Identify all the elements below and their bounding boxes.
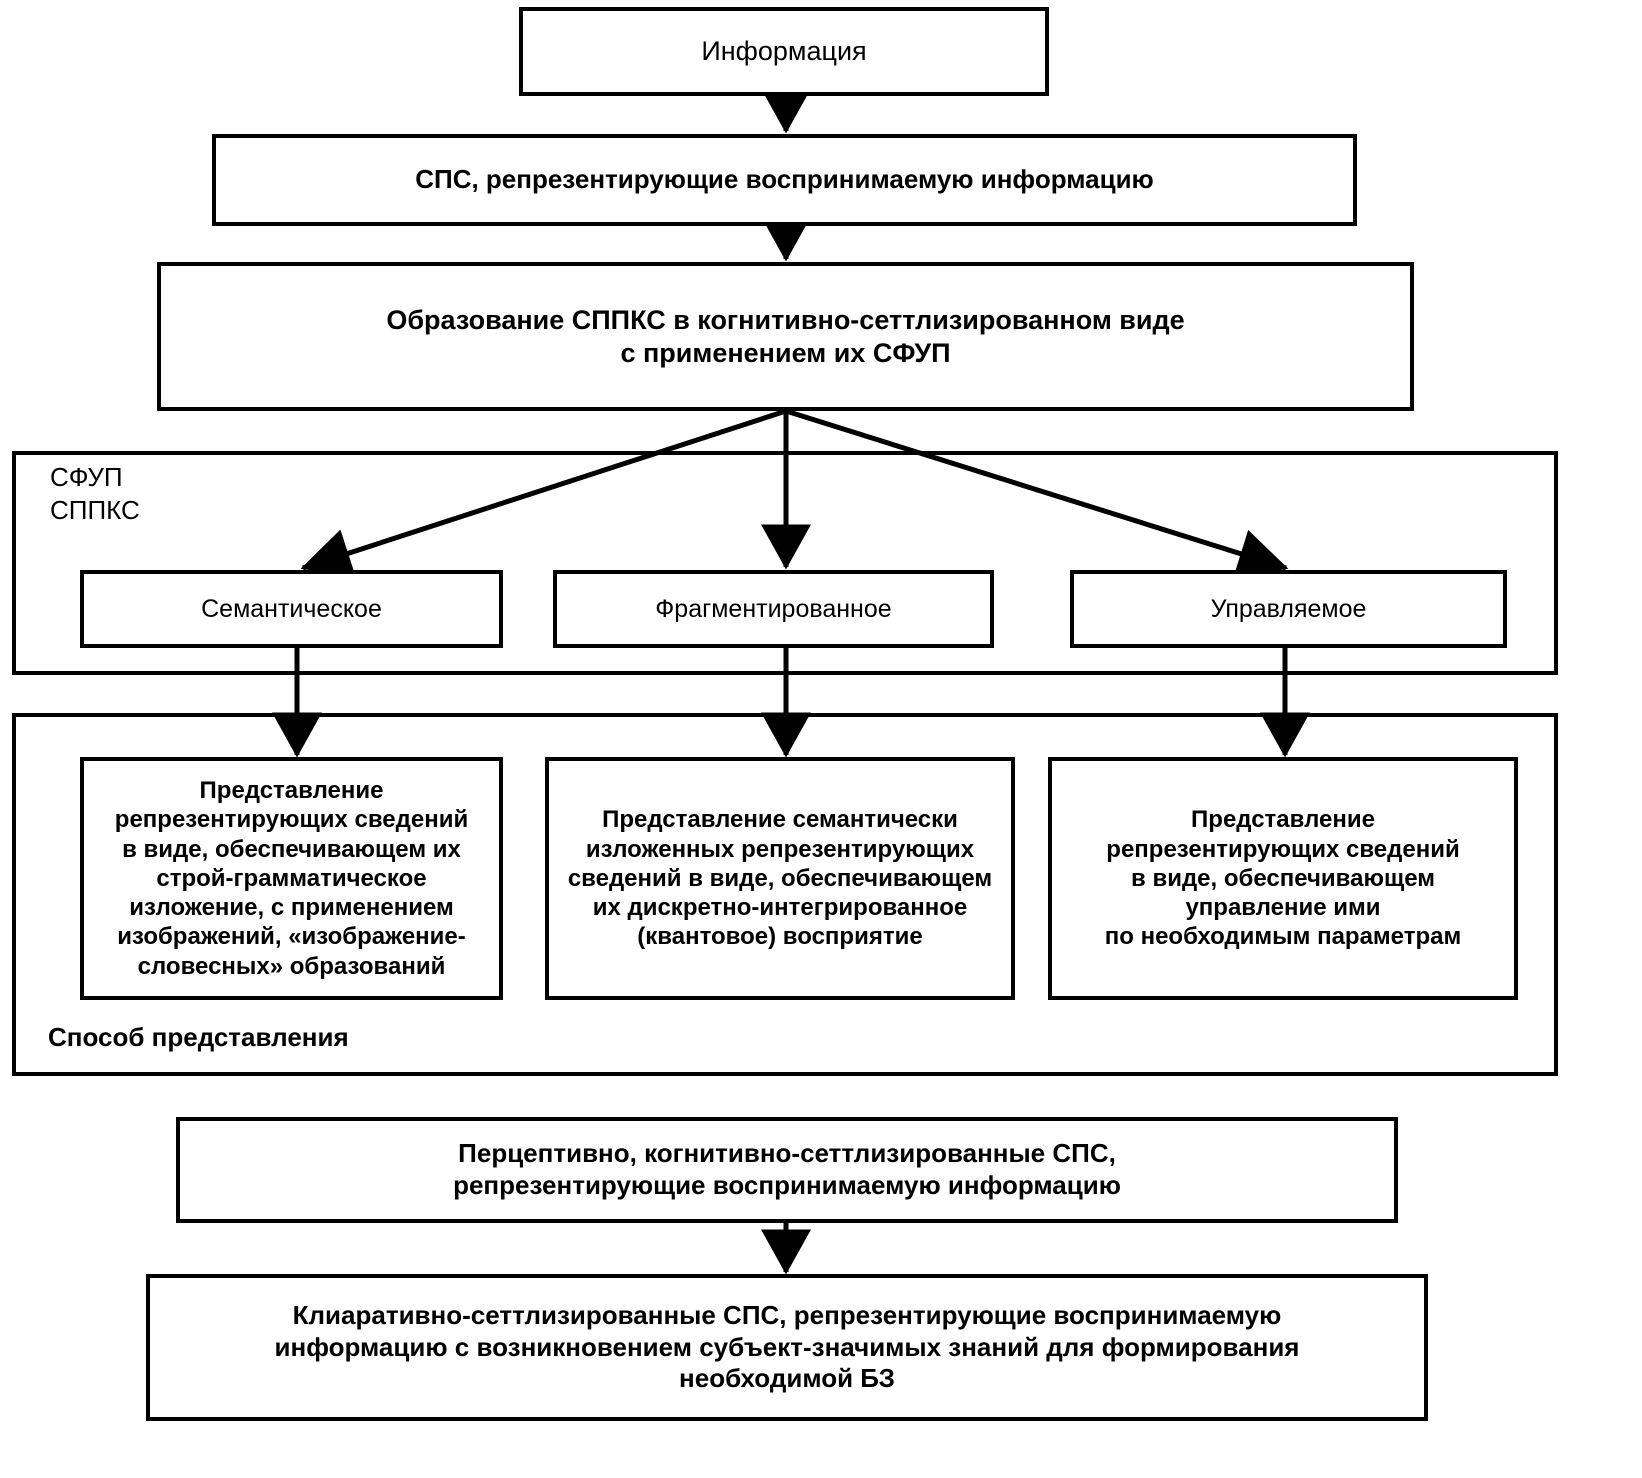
- node-fragmented[interactable]: Фрагментированное: [553, 570, 994, 648]
- group-sfup-sppks: [12, 451, 1558, 675]
- node-sppks-formation-label: Образование СППКС в когнитивно-сеттлизир…: [386, 304, 1185, 368]
- node-kliarative-sps-label: Клиаративно-сеттлизированные СПС, репрез…: [274, 1299, 1300, 1394]
- node-detail-right[interactable]: Представление репрезентирующих сведений …: [1048, 757, 1518, 1000]
- node-detail-left-label: Представление репрезентирующих сведений …: [114, 777, 469, 980]
- node-detail-right-label: Представление репрезентирующих сведений …: [1104, 806, 1462, 951]
- group-sposob-predstavleniya: [12, 713, 1558, 1076]
- group-sfup-sppks-label: СФУП СППКС: [50, 462, 140, 525]
- node-semantic[interactable]: Семантическое: [80, 570, 503, 648]
- node-perceptive-sps-label: Перцептивно, когнитивно-сеттлизированные…: [453, 1138, 1121, 1200]
- node-sps-representing[interactable]: СПС, репрезентирующие воспринимаемую инф…: [212, 134, 1357, 226]
- node-information-label: Информация: [701, 36, 867, 67]
- node-semantic-label: Семантическое: [201, 594, 382, 623]
- node-detail-mid[interactable]: Представление семантически изложенных ре…: [545, 757, 1015, 1000]
- node-kliarative-sps[interactable]: Клиаративно-сеттлизированные СПС, репрез…: [146, 1274, 1428, 1421]
- node-sps-representing-label: СПС, репрезентирующие воспринимаемую инф…: [415, 164, 1154, 195]
- node-perceptive-sps[interactable]: Перцептивно, когнитивно-сеттлизированные…: [176, 1117, 1398, 1223]
- node-controlled-label: Управляемое: [1210, 594, 1367, 623]
- group-sposob-predstavleniya-label: Способ представления: [48, 1022, 349, 1052]
- node-detail-mid-label: Представление семантически изложенных ре…: [567, 806, 993, 951]
- node-fragmented-label: Фрагментированное: [655, 594, 892, 623]
- node-detail-left[interactable]: Представление репрезентирующих сведений …: [80, 757, 503, 1000]
- node-controlled[interactable]: Управляемое: [1070, 570, 1507, 648]
- node-information[interactable]: Информация: [519, 7, 1049, 96]
- node-sppks-formation[interactable]: Образование СППКС в когнитивно-сеттлизир…: [157, 262, 1414, 411]
